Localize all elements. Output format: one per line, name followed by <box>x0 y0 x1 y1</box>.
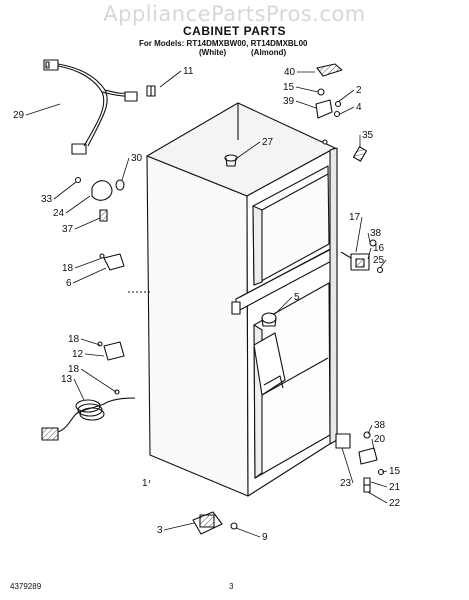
callout-39: 39 <box>283 96 295 107</box>
callout-21: 21 <box>389 482 401 493</box>
leader-line <box>80 368 117 393</box>
control-parts <box>74 176 125 222</box>
leader-line <box>84 353 105 357</box>
callout-25: 25 <box>373 255 385 266</box>
callout-12: 12 <box>72 349 84 360</box>
screw-part <box>146 85 156 97</box>
shelf-support <box>261 312 277 327</box>
leader-line <box>295 100 317 109</box>
hinge-cover <box>352 146 368 162</box>
leader-line <box>341 447 354 484</box>
leader-line <box>163 522 195 531</box>
freezer-compartment <box>252 165 330 286</box>
leader-line <box>121 157 130 181</box>
callout-18: 18 <box>62 263 74 274</box>
leader-line <box>73 378 85 401</box>
callout-13: 13 <box>61 374 73 385</box>
callout-11: 11 <box>183 66 194 77</box>
leader-line <box>367 232 371 243</box>
callout-16: 16 <box>373 243 385 254</box>
leader-line <box>367 247 372 260</box>
callout-5: 5 <box>294 292 300 303</box>
leader-line <box>381 470 388 473</box>
callout-24: 24 <box>53 208 65 219</box>
callout-18: 18 <box>68 364 80 375</box>
leader-line <box>295 86 319 93</box>
fresh-food-compartment <box>253 282 331 479</box>
leader-line <box>159 70 182 88</box>
leader-line <box>74 217 101 230</box>
callout-38: 38 <box>374 420 386 431</box>
callout-38: 38 <box>370 228 382 239</box>
callout-2: 2 <box>356 85 362 96</box>
callout-17: 17 <box>349 212 361 223</box>
leader-line <box>65 195 91 214</box>
callout-15: 15 <box>283 82 295 93</box>
callout-29: 29 <box>13 110 25 121</box>
page-title: CABINET PARTS <box>183 24 286 38</box>
wire-harness <box>43 59 138 155</box>
leader-line <box>367 424 373 435</box>
callout-4: 4 <box>356 102 362 113</box>
bracket-lower <box>97 341 125 361</box>
callout-15: 15 <box>389 466 401 477</box>
variant-almond: (Almond) <box>251 48 287 57</box>
callout-3: 3 <box>157 525 163 536</box>
callout-9: 9 <box>262 532 268 543</box>
leader-line <box>235 527 261 538</box>
leader-line <box>236 141 261 159</box>
leader-line <box>379 259 387 269</box>
leader-line <box>25 103 61 116</box>
leader-line <box>72 267 107 284</box>
variant-white: (White) <box>199 48 227 57</box>
callout-33: 33 <box>41 194 53 205</box>
watermark-text: AppliancePartsPros.com <box>103 2 366 26</box>
leveling-assembly <box>192 511 238 535</box>
callout-1: 1 <box>142 478 148 489</box>
power-cord <box>41 389 136 441</box>
bottom-hinge-assembly <box>335 431 385 493</box>
leader-line <box>370 481 388 488</box>
leader-line <box>274 296 293 315</box>
callout-23: 23 <box>340 478 352 489</box>
leader-line <box>367 491 388 504</box>
callout-18: 18 <box>68 334 80 345</box>
leader-line <box>148 479 151 484</box>
top-hinge-assembly <box>315 63 343 145</box>
leader-line <box>80 338 101 346</box>
document-number: 4379289 <box>10 582 42 591</box>
leader-line <box>355 216 363 253</box>
leader-line <box>337 89 355 103</box>
callout-6: 6 <box>66 278 72 289</box>
leader-lines <box>25 70 388 538</box>
callout-20: 20 <box>374 434 386 445</box>
bracket-upper <box>99 253 125 271</box>
callout-30: 30 <box>131 153 143 164</box>
leader-line <box>339 106 355 115</box>
callout-40: 40 <box>284 67 296 78</box>
model-numbers: For Models: RT14DMXBW00, RT14DMXBL00 <box>139 39 308 48</box>
callout-35: 35 <box>362 130 374 141</box>
leader-line <box>371 438 375 451</box>
leader-line <box>74 257 103 269</box>
center-hinge-assembly <box>340 239 384 274</box>
page-number: 3 <box>229 582 234 591</box>
leader-line <box>53 181 77 200</box>
callout-22: 22 <box>389 498 401 509</box>
callout-37: 37 <box>62 224 74 235</box>
callout-27: 27 <box>262 137 274 148</box>
